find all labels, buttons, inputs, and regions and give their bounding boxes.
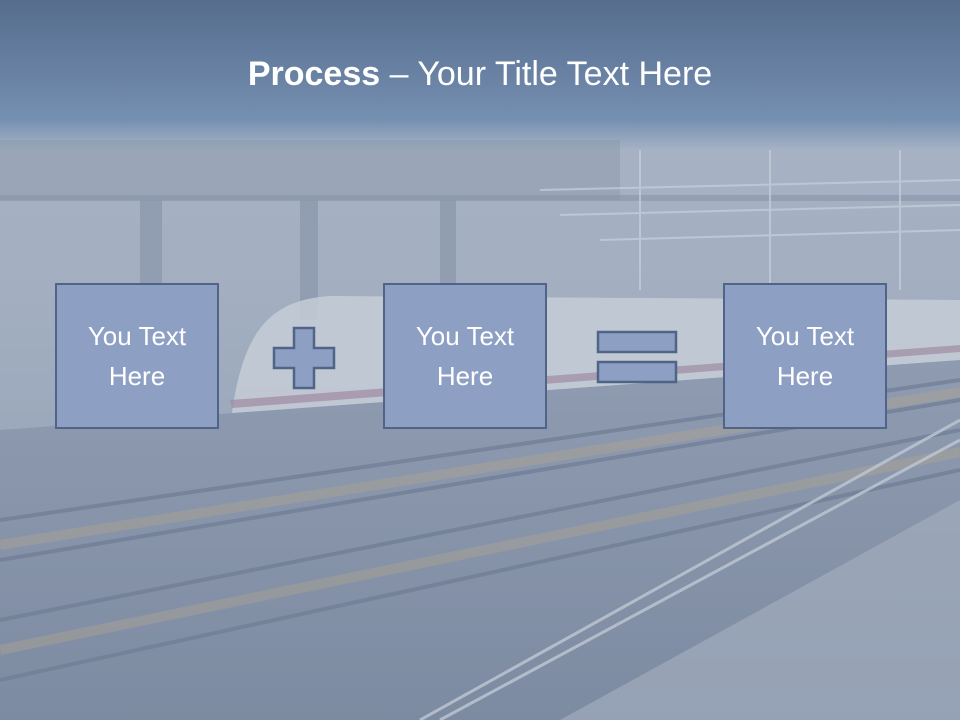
process-box-3[interactable]: You Text Here	[723, 283, 887, 429]
process-box-1[interactable]: You Text Here	[55, 283, 219, 429]
process-box-label: You Text Here	[415, 321, 515, 391]
equals-icon	[596, 330, 678, 384]
process-box-label: You Text Here	[755, 321, 855, 391]
title-rest: Your Title Text Here	[417, 55, 713, 93]
process-box-2[interactable]: You Text Here	[383, 283, 547, 429]
title-bold: Process	[247, 55, 381, 93]
slide-title: Process – Your Title Text Here	[0, 52, 960, 96]
title-separator: –	[380, 55, 418, 93]
title-band	[0, 0, 960, 150]
plus-icon	[272, 326, 336, 390]
process-box-label: You Text Here	[87, 321, 187, 391]
